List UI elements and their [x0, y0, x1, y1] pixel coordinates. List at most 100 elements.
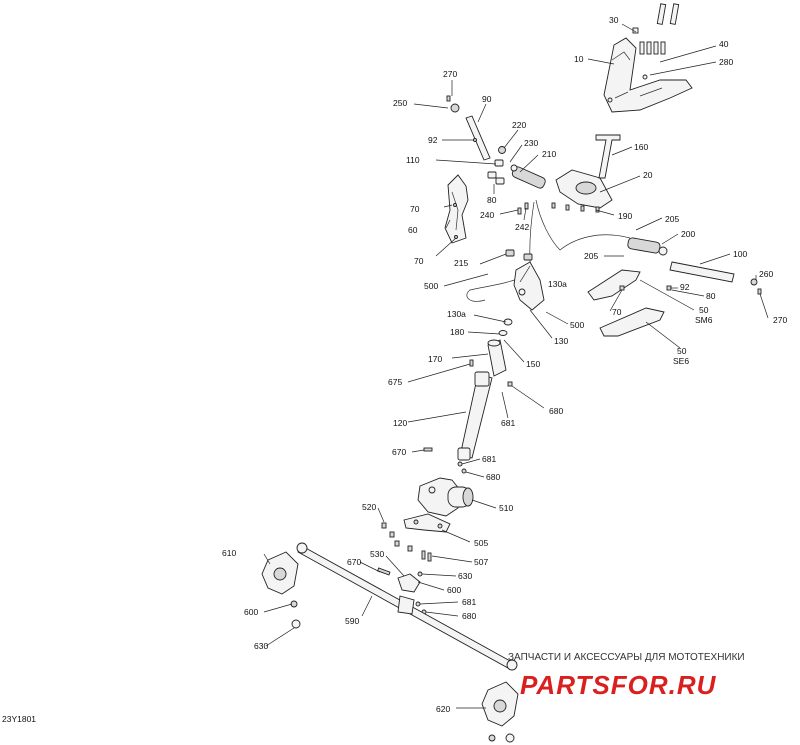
callout-630-b: 630 — [254, 641, 268, 651]
bolts-190 — [551, 202, 600, 213]
callout-500-a: 500 — [424, 281, 438, 291]
callout-210: 210 — [542, 149, 556, 159]
leader-lines — [263, 23, 769, 709]
callout-260: 260 — [759, 269, 773, 279]
callout-680-b: 680 — [486, 472, 500, 482]
callout-20: 20 — [643, 170, 653, 180]
lever-se6 — [599, 307, 665, 337]
callout-92-a: 92 — [428, 135, 438, 145]
callout-205-b: 205 — [584, 251, 598, 261]
bracket-10 — [603, 37, 693, 113]
callout-160: 160 — [634, 142, 648, 152]
callout-70-a: 70 — [410, 204, 420, 214]
callout-labels: 30 40 10 280 270 250 90 92 220 230 160 2… — [222, 15, 787, 714]
callout-215: 215 — [454, 258, 468, 268]
callout-150: 150 — [526, 359, 540, 369]
callout-230: 230 — [524, 138, 538, 148]
knuckle-620 — [481, 681, 519, 743]
callout-50-se6-sub: SE6 — [673, 356, 689, 366]
callout-270-b: 270 — [773, 315, 787, 325]
callout-681-b: 681 — [482, 454, 496, 464]
callout-205-a: 205 — [665, 214, 679, 224]
callout-507: 507 — [474, 557, 488, 567]
callout-600-a: 600 — [447, 585, 461, 595]
callout-80-b: 80 — [706, 291, 716, 301]
column-upper-130 — [505, 249, 545, 311]
callout-50-sm6-sub: SM6 — [695, 315, 713, 325]
callout-110: 110 — [406, 155, 420, 165]
knuckle-610 — [261, 551, 301, 629]
callout-200: 200 — [681, 229, 695, 239]
column-170 — [487, 339, 507, 377]
callout-630-a: 630 — [458, 571, 472, 581]
callout-220: 220 — [512, 120, 526, 130]
callout-681-a: 681 — [501, 418, 515, 428]
bracket-505 — [403, 513, 451, 533]
callout-120: 120 — [393, 418, 407, 428]
endcap-260 — [750, 278, 762, 295]
callout-680-c: 680 — [462, 611, 476, 621]
tierod-590 — [296, 542, 518, 671]
callout-130a-a: 130a — [548, 279, 567, 289]
callout-190: 190 — [618, 211, 632, 221]
callout-130a-b: 130a — [447, 309, 466, 319]
callout-70-b: 70 — [414, 256, 424, 266]
watermark: ЗАПЧАСТИ И АКСЕССУАРЫ ДЛЯ МОТОТЕХНИКИ PA… — [508, 652, 745, 700]
callout-670-b: 670 — [347, 557, 361, 567]
callout-675: 675 — [388, 377, 402, 387]
callout-180: 180 — [450, 327, 464, 337]
callout-10: 10 — [574, 54, 584, 64]
motor-510 — [417, 477, 474, 517]
callout-280: 280 — [719, 57, 733, 67]
callout-610: 610 — [222, 548, 236, 558]
callout-600-b: 600 — [244, 607, 258, 617]
callout-50-se6-num: 50 — [677, 346, 687, 356]
small-parts-110 — [487, 146, 506, 185]
bolts-507 — [417, 550, 432, 577]
callout-505: 505 — [474, 538, 488, 548]
part-drawings — [261, 3, 762, 743]
callout-100: 100 — [733, 249, 747, 259]
callout-520: 520 — [362, 502, 376, 512]
callout-240: 240 — [480, 210, 494, 220]
callout-80-a: 80 — [487, 195, 497, 205]
shaft-160 — [595, 134, 621, 179]
hardware-520 — [381, 522, 413, 552]
watermark-tagline: ЗАПЧАСТИ И АКСЕССУАРЫ ДЛЯ МОТОТЕХНИКИ — [508, 652, 745, 663]
shaft-120 — [457, 359, 513, 461]
callout-60: 60 — [408, 225, 418, 235]
fasteners-670 — [423, 447, 467, 474]
callout-510: 510 — [499, 503, 513, 513]
grip-210 — [510, 164, 546, 189]
grip-200 — [627, 237, 668, 256]
callout-590: 590 — [345, 616, 359, 626]
callout-50-sm6-num: 50 — [699, 305, 709, 315]
callout-30: 30 — [609, 15, 619, 25]
washers-180 — [498, 318, 513, 336]
pins-30 — [632, 3, 680, 55]
callout-670-a: 670 — [392, 447, 406, 457]
callout-500-b: 500 — [570, 320, 584, 330]
callout-250: 250 — [393, 98, 407, 108]
screws-240 — [517, 202, 529, 215]
watermark-logo: PARTSFOR.RU — [520, 670, 717, 700]
callout-130: 130 — [554, 336, 568, 346]
callout-70-c: 70 — [612, 307, 622, 317]
callout-92-b: 92 — [680, 282, 690, 292]
callout-242: 242 — [515, 222, 529, 232]
lever-sm6 — [587, 269, 672, 301]
handguard-60 — [444, 174, 469, 244]
callout-170: 170 — [428, 354, 442, 364]
figure-id: 23Y1801 — [2, 714, 36, 724]
plate-20 — [555, 169, 613, 209]
callout-681-c: 681 — [462, 597, 476, 607]
callout-40: 40 — [719, 39, 729, 49]
handlebar-100 — [669, 261, 735, 283]
shaft-90-group — [446, 95, 491, 161]
callout-270-a: 270 — [443, 69, 457, 79]
callout-620: 620 — [436, 704, 450, 714]
callout-680-a: 680 — [549, 406, 563, 416]
callout-530: 530 — [370, 549, 384, 559]
callout-90: 90 — [482, 94, 492, 104]
